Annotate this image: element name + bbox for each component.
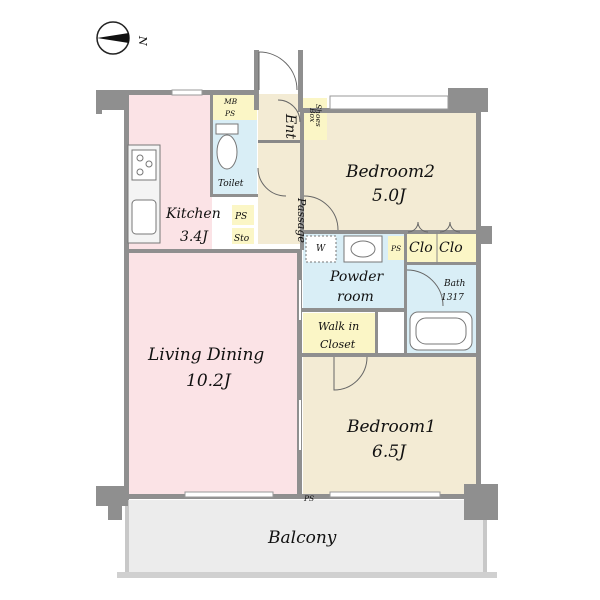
shoes-label-2: Box xyxy=(308,107,317,123)
passage-label: Passage xyxy=(295,197,308,243)
wall-top-bedroom2 xyxy=(303,108,481,113)
burner-3 xyxy=(136,168,144,176)
wall-powder-bottom xyxy=(300,308,407,312)
clo-fill xyxy=(406,232,476,264)
ps-kitchen-label: PS xyxy=(234,212,247,222)
wall-living-right xyxy=(297,249,302,495)
powder-label-1: Powder xyxy=(329,269,385,285)
living-name: Living Dining xyxy=(147,345,264,365)
toilet-tank xyxy=(215,123,239,135)
shoes-label-1: Shoes xyxy=(314,104,323,127)
bedroom2-fill xyxy=(303,112,476,232)
wall-toilet-left xyxy=(210,94,213,196)
entrance-fill xyxy=(258,94,303,244)
ent-label: Ent xyxy=(282,113,298,139)
living-size: 10.2J xyxy=(186,371,232,391)
walkin-fill xyxy=(303,313,376,355)
kitchen-size: 3.4J xyxy=(180,229,209,245)
window-kitchen-top xyxy=(171,89,203,96)
pillar-top-right xyxy=(448,88,488,112)
bedroom1-size: 6.5J xyxy=(372,442,407,462)
powder-label-2: room xyxy=(337,289,374,305)
pillar-top-left xyxy=(96,90,128,110)
toilet-label: Toilet xyxy=(218,179,244,189)
balcony-label: Balcony xyxy=(267,528,337,548)
bath-door xyxy=(406,269,444,307)
wall-toilet-bottom xyxy=(210,194,258,197)
burner-1 xyxy=(136,154,144,162)
bedroom2-door xyxy=(303,195,339,231)
wall-bottom xyxy=(124,494,481,499)
living-fill xyxy=(128,253,298,494)
wall-passage-right xyxy=(300,112,304,250)
ps-kitchen-fill xyxy=(232,205,254,225)
wall-right xyxy=(476,108,481,500)
wall-kitchen-living xyxy=(128,249,298,253)
wash-basin xyxy=(343,235,383,263)
passage-shoes-door xyxy=(277,99,301,123)
balcony-right-edge xyxy=(483,500,487,572)
entrance-step xyxy=(258,140,300,143)
bedroom2-name: Bedroom2 xyxy=(345,162,435,182)
window-living-bottom xyxy=(184,491,274,498)
ps-powder-fill xyxy=(388,236,404,260)
window-bedroom1-bottom xyxy=(329,491,441,498)
clo2-label: Clo xyxy=(439,240,463,256)
bedroom2-size: 5.0J xyxy=(372,186,407,206)
w-label: W xyxy=(316,244,326,254)
compass: N xyxy=(96,21,149,55)
clo-door-4 xyxy=(449,221,461,233)
wall-bath-top xyxy=(406,262,478,265)
pillar-bottom-right xyxy=(464,484,498,520)
wall-left-ext-top xyxy=(96,90,102,114)
balcony-rail xyxy=(117,572,497,578)
basin-bowl xyxy=(350,240,376,258)
wall-left-ext-bottom xyxy=(108,496,122,520)
ps-powder-label: PS xyxy=(390,244,401,253)
stove xyxy=(131,149,157,181)
bathtub-inner xyxy=(415,317,467,345)
pillar-right-mid xyxy=(480,226,492,244)
bath-size: 1317 xyxy=(441,293,464,303)
compass-label: N xyxy=(136,35,149,46)
kitchen-name: Kitchen xyxy=(165,206,221,222)
sto-label: Sto xyxy=(234,234,250,244)
bath-name: Bath xyxy=(443,279,465,289)
bathtub xyxy=(409,311,473,351)
entry-wall-left xyxy=(254,50,259,110)
bedroom1-name: Bedroom1 xyxy=(346,417,436,437)
toilet-bowl xyxy=(216,134,238,170)
clo1-label: Clo xyxy=(409,240,433,256)
clo-door-2 xyxy=(417,221,429,233)
wall-bedroom1-top xyxy=(300,353,480,357)
walkin-label-1: Walk in xyxy=(318,320,359,333)
shoes-fill xyxy=(303,98,327,140)
mbps-fill xyxy=(212,94,257,120)
balcony-area xyxy=(125,500,487,578)
wall-bath-left xyxy=(404,232,407,356)
sto-fill xyxy=(232,228,254,244)
burner-2 xyxy=(145,160,153,168)
walkin-label-2: Closet xyxy=(320,338,356,351)
bedroom1-door xyxy=(333,356,368,391)
compass-arrow xyxy=(97,33,129,43)
bedroom1-fill xyxy=(303,355,476,495)
mbps-label-1: MB xyxy=(223,97,238,106)
ps-balcony-label: PS xyxy=(303,494,314,503)
window-top-bedroom2 xyxy=(329,95,449,110)
balcony-left-edge xyxy=(125,500,129,572)
entrance-door xyxy=(258,51,298,91)
wall-left xyxy=(124,90,129,500)
wall-bedroom2-bottom xyxy=(300,230,480,234)
toilet-door xyxy=(257,167,287,197)
mbps-label-2: PS xyxy=(224,109,235,118)
entry-wall-right xyxy=(298,50,303,112)
washing-machine xyxy=(305,235,337,263)
kitchen-sink xyxy=(131,199,157,235)
wall-walkin-right xyxy=(375,312,378,355)
